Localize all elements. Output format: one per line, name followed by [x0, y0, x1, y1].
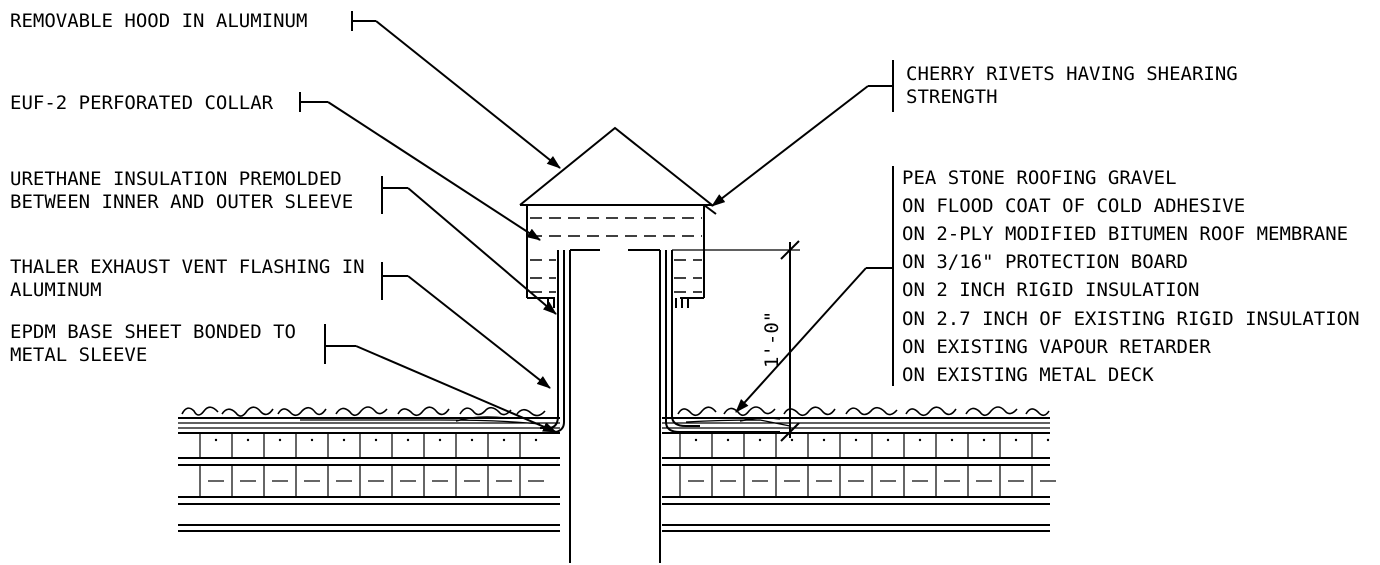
hatch-dot — [342, 438, 346, 442]
dimension-label: 1'-0" — [761, 311, 783, 368]
insulation-hatch-right — [679, 433, 1056, 497]
roof-note: ON 2-PLY MODIFIED BITUMEN ROOF MEMBRANE — [902, 223, 1348, 245]
hood-label: REMOVABLE HOOD IN ALUMINUM — [10, 10, 307, 32]
vent-flashing-sleeve — [300, 250, 791, 433]
hatch-dot — [438, 438, 442, 442]
hatch-dot — [726, 438, 730, 442]
insulation-label-line1: URETHANE INSULATION PREMOLDED — [10, 168, 342, 190]
removable-hood — [519, 126, 717, 299]
hatch-dot — [758, 438, 762, 442]
hatch-dot — [310, 438, 314, 442]
insulation-hatch-left — [199, 433, 544, 497]
rivets-label-line2: STRENGTH — [906, 86, 998, 108]
hatch-dot — [374, 438, 378, 442]
hatch-dot — [214, 438, 218, 442]
hatch-dot — [1046, 438, 1050, 442]
insulation-label-line2: BETWEEN INNER AND OUTER SLEEVE — [10, 191, 353, 213]
hatch-dot — [502, 438, 506, 442]
flashing-label-line1: THALER EXHAUST VENT FLASHING IN — [10, 256, 365, 278]
roof-note: ON 2 INCH RIGID INSULATION — [902, 279, 1199, 301]
roof-note: ON FLOOD COAT OF COLD ADHESIVE — [902, 195, 1245, 217]
hatch-dot — [982, 438, 986, 442]
roof-note: ON 3/16" PROTECTION BOARD — [902, 251, 1188, 273]
roof-assembly-left — [178, 417, 560, 532]
roof-assembly-right — [662, 417, 1050, 532]
hatch-dot — [918, 438, 922, 442]
roof-note: ON 2.7 INCH OF EXISTING RIGID INSULATION — [902, 308, 1360, 330]
rivets-label-line1: CHERRY RIVETS HAVING SHEARING — [906, 63, 1238, 85]
hatch-dot — [278, 438, 282, 442]
epdm-label-line1: EPDM BASE SHEET BONDED TO — [10, 321, 296, 343]
hatch-dot — [822, 438, 826, 442]
pea-stone-gravel — [181, 406, 1050, 422]
leader-lines — [299, 11, 894, 433]
urethane-insulation — [530, 217, 702, 293]
height-dimension: 1'-0" — [672, 240, 800, 442]
roof-note: PEA STONE ROOFING GRAVEL — [902, 167, 1177, 189]
hatch-dot — [950, 438, 954, 442]
hatch-dot — [470, 438, 474, 442]
hatch-dot — [246, 438, 250, 442]
hatch-dot — [694, 438, 698, 442]
hatch-dot — [534, 438, 538, 442]
hatch-dot — [1014, 438, 1018, 442]
roof-note: ON EXISTING VAPOUR RETARDER — [902, 336, 1211, 358]
hatch-dot — [406, 438, 410, 442]
vent-pipe — [569, 249, 661, 563]
epdm-label-line2: METAL SLEEVE — [10, 344, 147, 366]
flashing-label-line2: ALUMINUM — [10, 279, 102, 301]
roof-note: ON EXISTING METAL DECK — [902, 364, 1154, 386]
hatch-dot — [854, 438, 858, 442]
hatch-dot — [886, 438, 890, 442]
hatch-dot — [790, 438, 794, 442]
collar-label: EUF-2 PERFORATED COLLAR — [10, 92, 274, 114]
roof-assembly-notes: PEA STONE ROOFING GRAVEL ON FLOOD COAT O… — [902, 167, 1360, 386]
callout-labels: REMOVABLE HOOD IN ALUMINUM EUF-2 PERFORA… — [10, 10, 1238, 366]
